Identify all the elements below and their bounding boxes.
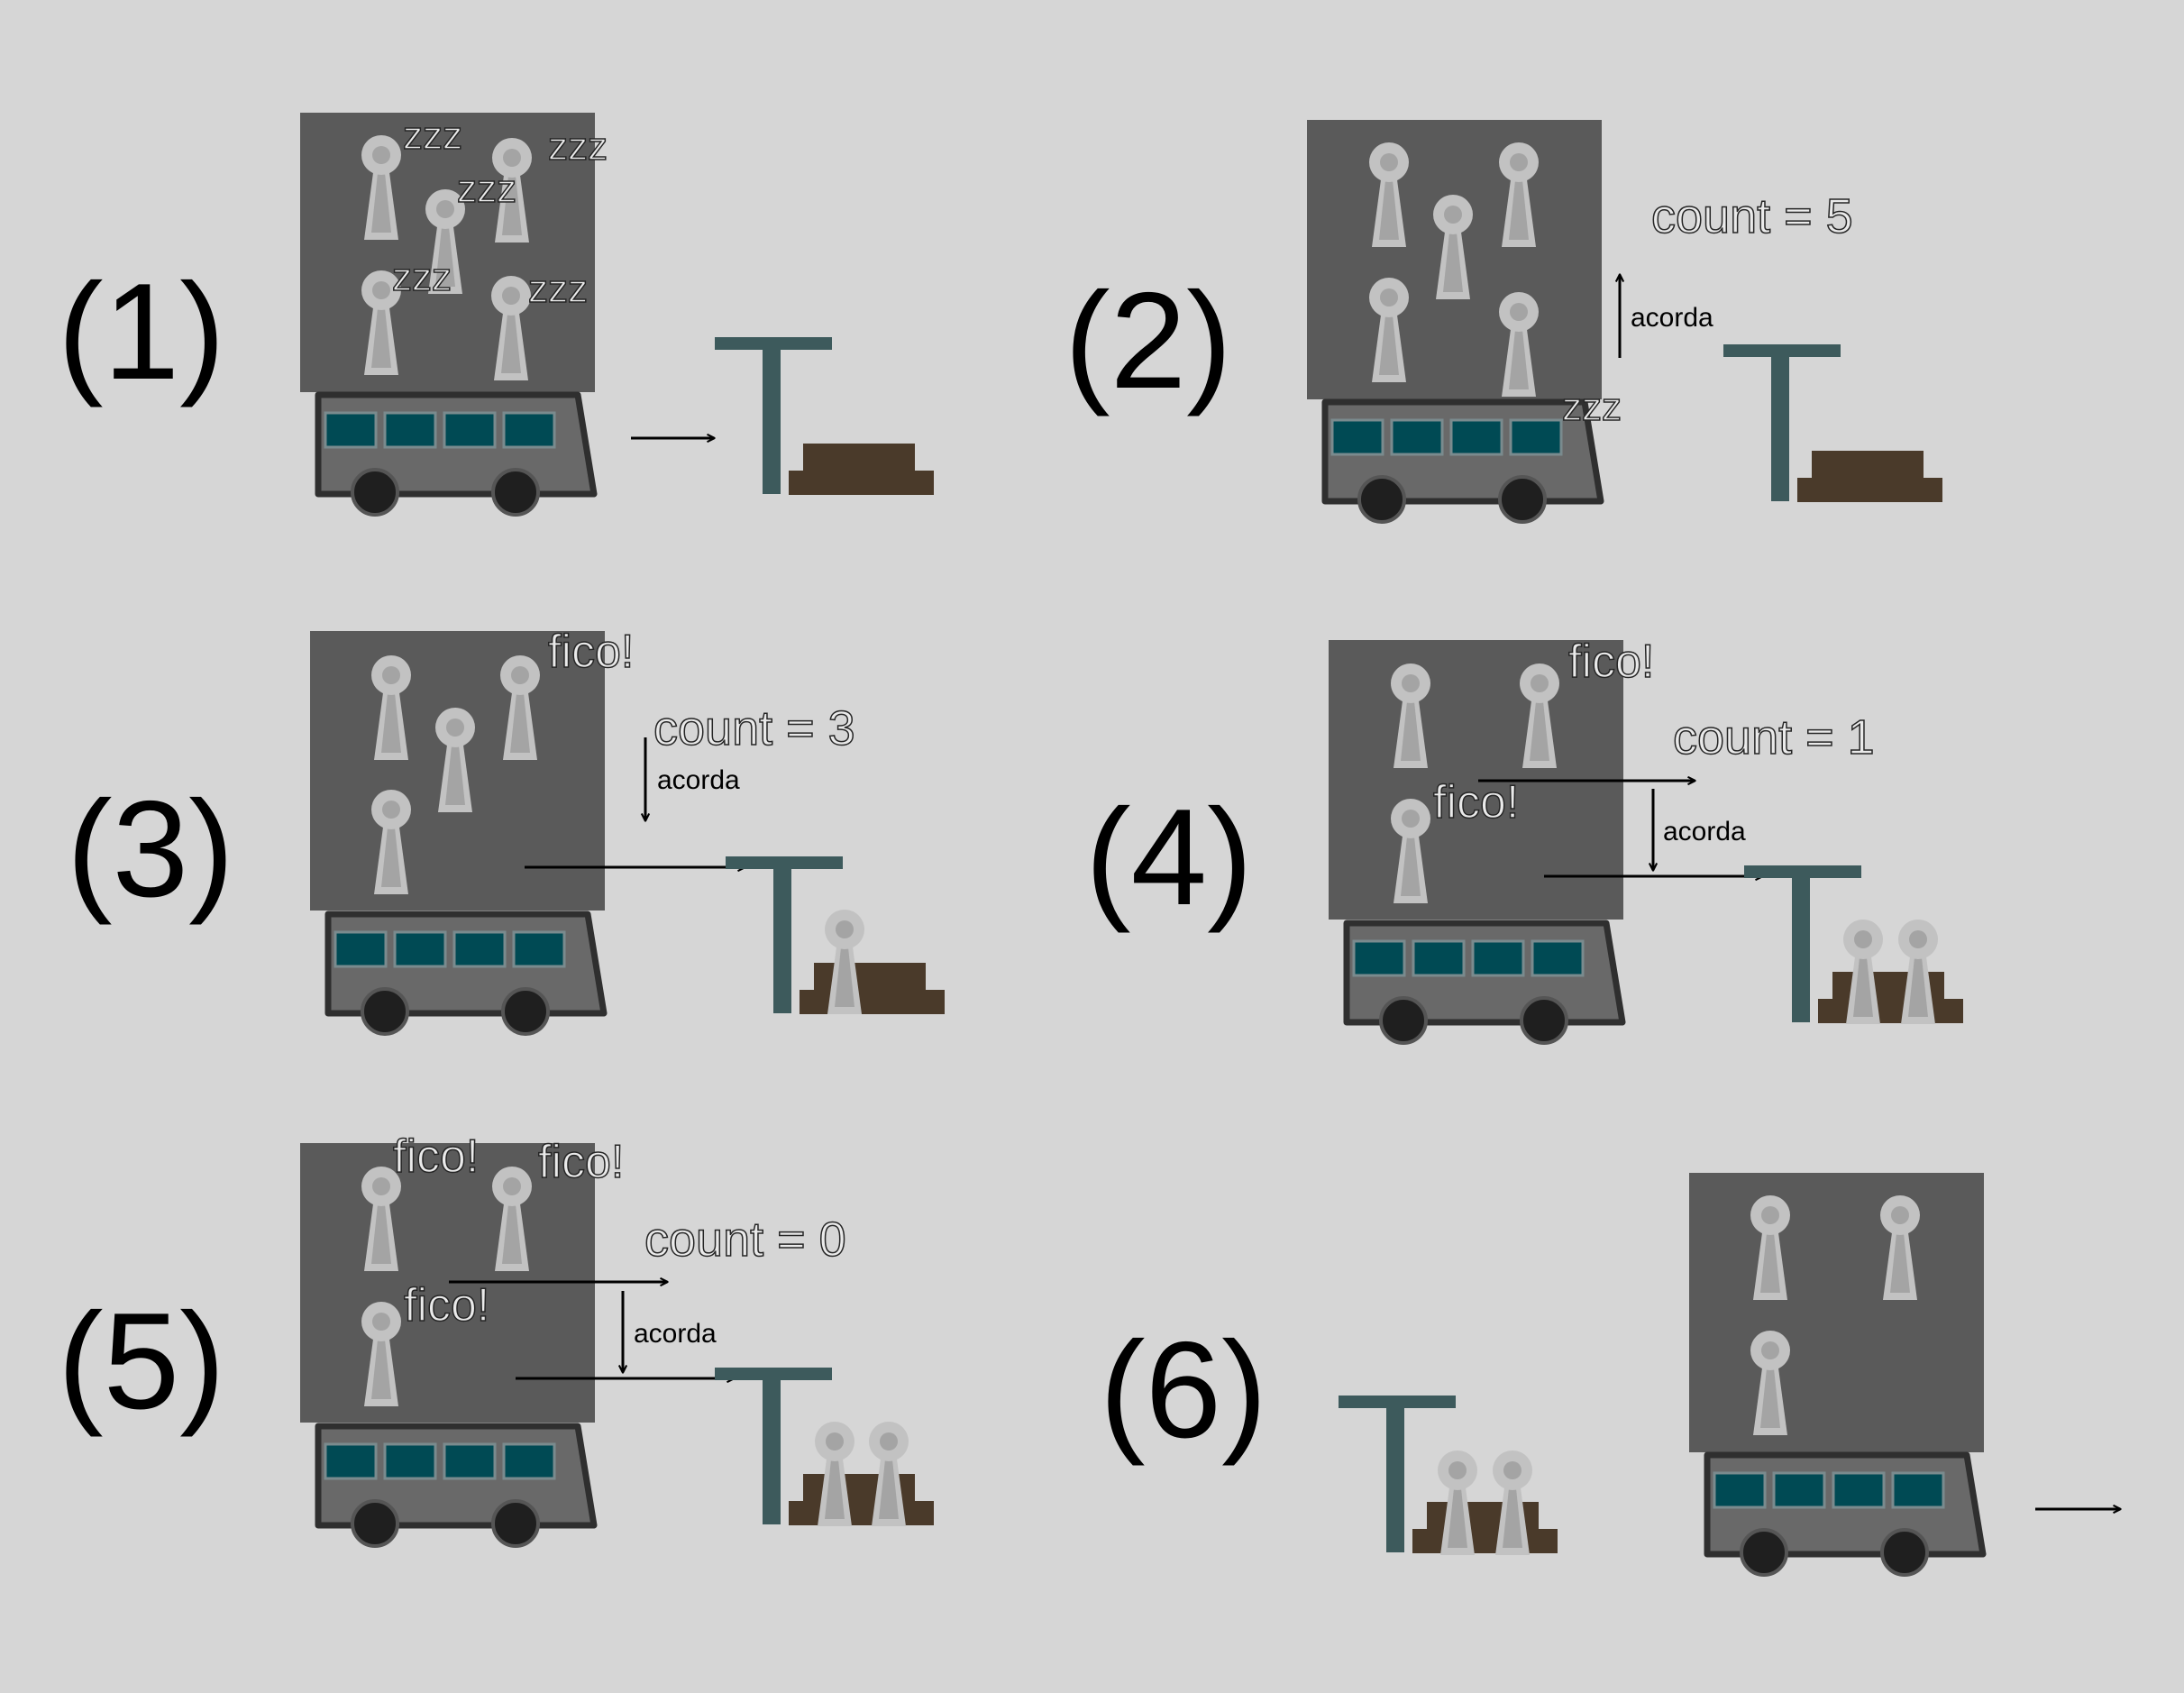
panel-6-label: (6) — [1100, 1313, 1267, 1467]
stay-text: fico! — [1433, 776, 1519, 828]
bus-icon — [1347, 923, 1622, 1043]
panel-2-label: (2) — [1065, 264, 1232, 417]
sleep-text: zzz — [548, 124, 608, 169]
sleep-text: zzz — [1562, 385, 1622, 429]
wake-text: acorda — [1663, 817, 1746, 846]
bus-stop-sign-icon — [1723, 344, 1942, 502]
panel-1: (1) zzz zzz zzz zzz zzz — [58, 113, 934, 515]
count-text: count = 5 — [1651, 189, 1853, 243]
panel-3-label: (3) — [67, 773, 234, 926]
bus-icon — [328, 914, 604, 1034]
panel-6: (6) — [1100, 1173, 2120, 1575]
stay-text: fico! — [548, 626, 634, 678]
sleep-text: zzz — [392, 255, 452, 299]
sleep-text: zzz — [457, 167, 516, 211]
panel-4-label: (4) — [1085, 781, 1253, 934]
bus-icon — [1707, 1455, 1983, 1575]
count-text: count = 1 — [1673, 710, 1875, 764]
stay-text: fico! — [538, 1136, 624, 1188]
bus-roof-area — [1689, 1173, 1984, 1452]
stay-text: fico! — [393, 1130, 479, 1183]
passenger-icon — [825, 910, 864, 1014]
panel-5-label: (5) — [58, 1285, 225, 1438]
panel-1-label: (1) — [58, 255, 225, 408]
panel-4: (4) fico! fico! count = 1 acorda — [1085, 635, 1963, 1043]
wake-text: acorda — [657, 765, 740, 795]
sleep-text: zzz — [528, 267, 588, 311]
bus-icon — [318, 1426, 594, 1546]
panel-3: (3) fico! count = 3 acorda — [67, 625, 945, 1034]
wake-text: acorda — [634, 1319, 717, 1349]
bus-stop-sign-icon — [715, 337, 934, 495]
count-text: count = 3 — [653, 701, 855, 755]
count-text: count = 0 — [644, 1213, 846, 1267]
stay-text: fico! — [1568, 636, 1654, 688]
sleep-text: zzz — [403, 114, 462, 158]
panel-2: (2) zzz count = 5 acorda — [1065, 120, 1942, 522]
wake-text: acorda — [1631, 303, 1713, 333]
bus-icon — [318, 395, 594, 515]
bus-icon — [1325, 402, 1601, 522]
stay-text: fico! — [404, 1279, 489, 1332]
panel-5: (5) fico! fico! fico! count = 0 acorda — [58, 1130, 934, 1546]
